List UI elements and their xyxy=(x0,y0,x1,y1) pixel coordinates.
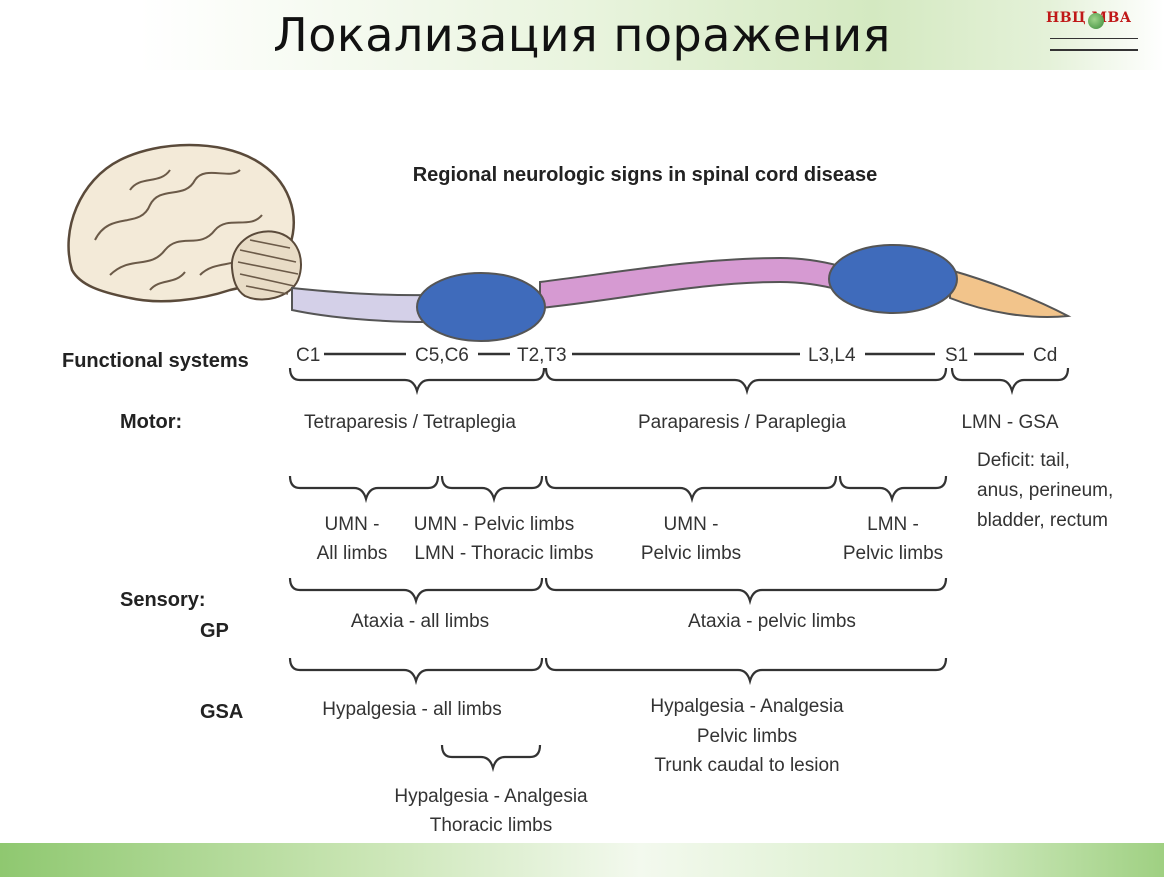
globe-icon xyxy=(1088,13,1104,29)
t3-l3-line-2: Pelvic limbs xyxy=(641,543,741,564)
c1-c5-line-1: UMN - xyxy=(325,514,380,535)
motor-label: Motor: xyxy=(120,411,182,433)
sacral-deficit: Deficit: tail, anus, perineum, bladder, … xyxy=(977,450,1113,531)
motor-sacral-sign: LMN - GSA xyxy=(961,412,1058,433)
title-band xyxy=(0,0,1164,70)
segment-c5c6: C5,C6 xyxy=(415,345,469,366)
motor-signs: Tetraparesis / Tetraplegia Paraparesis /… xyxy=(304,412,1059,433)
gsa-cervical-sign: Hypalgesia - all limbs xyxy=(322,699,502,720)
gsa-c6-t2-line-2: Thoracic limbs xyxy=(430,815,552,836)
l4-s1-line-2: Pelvic limbs xyxy=(843,543,943,564)
gp-signs: Ataxia - all limbs Ataxia - pelvic limbs xyxy=(351,611,856,632)
segment-axis: C1 C5,C6 T2,T3 L3,L4 S1 Cd xyxy=(296,345,1057,366)
cervical-enlargement xyxy=(416,272,546,342)
segment-c1: C1 xyxy=(296,345,320,366)
brain-cerebellum-folia xyxy=(237,239,299,295)
gsa-label: GSA xyxy=(200,701,243,723)
lumbar-enlargement xyxy=(828,244,958,314)
brace-gp-cervical xyxy=(288,577,544,606)
brace-gsa-cervical xyxy=(288,657,544,686)
functional-systems-label: Functional systems xyxy=(62,350,249,372)
segment-l3l4: L3,L4 xyxy=(808,345,856,366)
motor-cervical-sign: Tetraparesis / Tetraplegia xyxy=(304,412,516,433)
brace-motor-sacral xyxy=(950,367,1070,396)
gp-thoracolumbar-sign: Ataxia - pelvic limbs xyxy=(688,611,856,632)
region-braces xyxy=(288,367,1070,773)
sensory-label: Sensory: xyxy=(120,589,206,611)
segment-cd: Cd xyxy=(1033,345,1057,366)
gp-label: GP xyxy=(200,620,229,642)
c6-t2-line-1: UMN - Pelvic limbs xyxy=(414,514,574,535)
footer-band xyxy=(0,843,1164,877)
slide-title: Локализация поражения xyxy=(273,8,891,62)
brace-l4-s1 xyxy=(838,475,948,504)
motor-thoracolumbar-sign: Paraparesis / Paraplegia xyxy=(638,412,846,433)
brace-motor-cervical xyxy=(288,367,546,396)
c6-t2-line-2: LMN - Thoracic limbs xyxy=(414,543,593,564)
thoracolumbar-cord-segment xyxy=(539,256,841,310)
cervical-cord-segment xyxy=(291,286,431,324)
diagram-title: Regional neurologic signs in spinal cord… xyxy=(413,164,878,186)
cauda-equina-segment xyxy=(949,268,1072,319)
brain-gyri xyxy=(94,169,263,291)
gsa-thoracolumbar-line-1: Hypalgesia - Analgesia xyxy=(650,696,844,717)
segment-s1: S1 xyxy=(945,345,968,366)
t3-l3-line-1: UMN - xyxy=(664,514,719,535)
gsa-signs: Hypalgesia - all limbs Hypalgesia - Anal… xyxy=(322,696,844,836)
gp-cervical-sign: Ataxia - all limbs xyxy=(351,611,489,632)
deficit-line-1: Deficit: tail, xyxy=(977,450,1070,471)
brace-gsa-thoracolumbar xyxy=(544,657,948,686)
brace-motor-thoracolumbar xyxy=(544,367,948,396)
segment-t2t3: T2,T3 xyxy=(517,345,567,366)
logo-underline xyxy=(1050,38,1138,51)
deficit-line-3: bladder, rectum xyxy=(977,510,1108,531)
spinal-cord xyxy=(291,244,1072,342)
c1-c5-line-2: All limbs xyxy=(317,543,388,564)
brace-c6-t2 xyxy=(440,475,544,504)
brace-gsa-c6-t2 xyxy=(440,744,542,773)
l4-s1-line-1: LMN - xyxy=(867,514,919,535)
deficit-line-2: anus, perineum, xyxy=(977,480,1113,501)
brace-gp-thoracolumbar xyxy=(544,577,948,606)
logo: НВЦ МВА xyxy=(1046,10,1146,54)
gsa-thoracolumbar-line-2: Pelvic limbs xyxy=(697,726,797,747)
gsa-thoracolumbar-line-3: Trunk caudal to lesion xyxy=(654,755,839,776)
gsa-c6-t2-line-1: Hypalgesia - Analgesia xyxy=(394,786,588,807)
motor-subregion-signs: UMN - All limbs UMN - Pelvic limbs LMN -… xyxy=(317,514,944,564)
brace-t3-l3 xyxy=(544,475,838,504)
brain-cerebellum xyxy=(230,230,302,301)
brace-c1-c5 xyxy=(288,475,440,504)
brain-illustration xyxy=(67,143,302,303)
